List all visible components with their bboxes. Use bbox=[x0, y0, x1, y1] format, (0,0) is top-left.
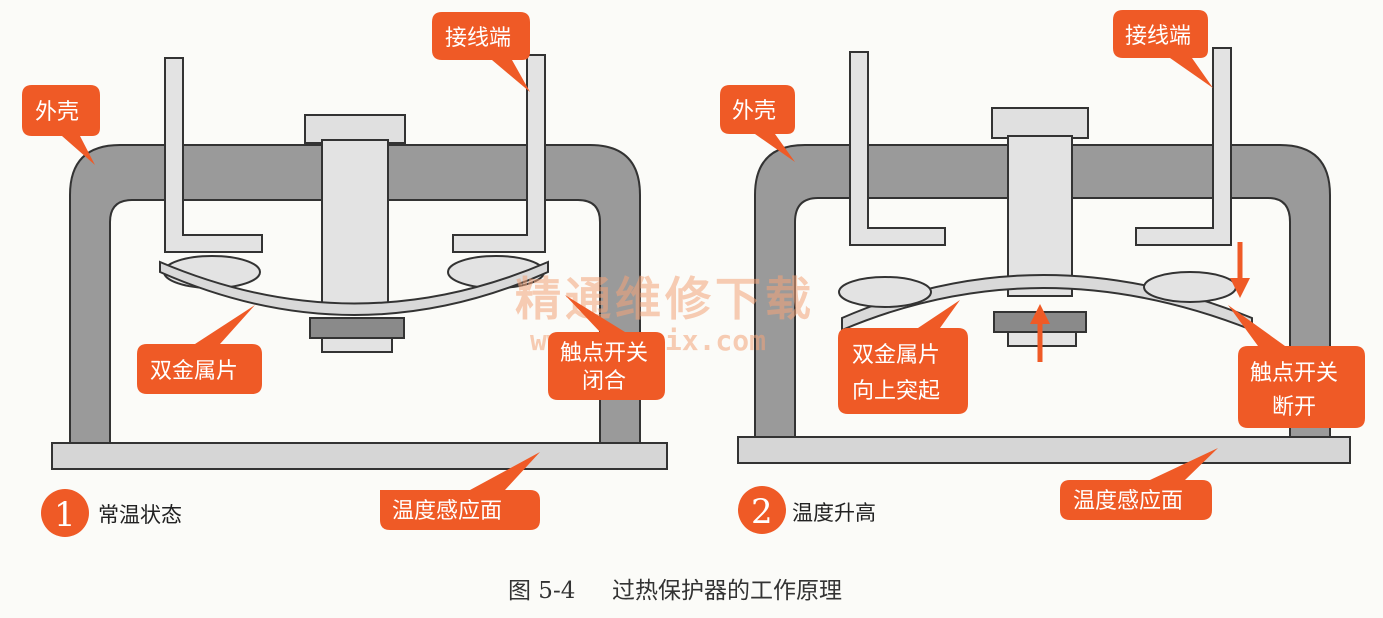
svg-text:温度感应面: 温度感应面 bbox=[392, 499, 502, 524]
svg-text:触点开关: 触点开关 bbox=[560, 341, 648, 366]
state-label: 常温状态 bbox=[98, 503, 182, 527]
callout-contact-1: 触点开关 闭合 bbox=[548, 295, 665, 400]
rivet-cap bbox=[991, 107, 1089, 139]
sensing-surface bbox=[51, 442, 668, 470]
terminal-left bbox=[849, 51, 946, 246]
figure-number: 图 5-4 bbox=[508, 578, 575, 604]
svg-text:闭合: 闭合 bbox=[582, 369, 626, 394]
terminal-right bbox=[1135, 47, 1232, 246]
svg-text:向上突起: 向上突起 bbox=[852, 379, 940, 404]
svg-text:1: 1 bbox=[54, 495, 76, 535]
terminal-right bbox=[452, 54, 546, 253]
svg-text:温度感应面: 温度感应面 bbox=[1073, 489, 1183, 514]
sensing-surface bbox=[737, 436, 1351, 464]
svg-text:触点开关: 触点开关 bbox=[1250, 361, 1338, 386]
svg-text:断开: 断开 bbox=[1272, 395, 1316, 420]
callout-surface-1: 温度感应面 bbox=[380, 452, 540, 530]
callout-bimetal-1: 双金属片 bbox=[137, 305, 262, 394]
rivet-nut bbox=[309, 317, 405, 339]
rivet-shaft bbox=[1007, 135, 1073, 297]
svg-text:接线端: 接线端 bbox=[1125, 24, 1191, 49]
svg-text:双金属片: 双金属片 bbox=[852, 343, 940, 368]
state-label: 温度升高 bbox=[792, 501, 876, 525]
rivet-base bbox=[321, 337, 393, 353]
callout-housing-2: 外壳 bbox=[720, 85, 795, 162]
figure-title: 过热保护器的工作原理 bbox=[612, 578, 842, 604]
down-arrow bbox=[1230, 242, 1250, 298]
watermark-text: 精通维修下载 bbox=[515, 272, 815, 326]
state-indicator-2: 2 温度升高 bbox=[738, 486, 876, 534]
svg-text:接线端: 接线端 bbox=[445, 26, 511, 51]
callout-housing-1: 外壳 bbox=[22, 85, 100, 165]
svg-text:外壳: 外壳 bbox=[732, 99, 776, 124]
rivet-cap bbox=[304, 114, 406, 144]
svg-text:双金属片: 双金属片 bbox=[150, 359, 238, 384]
callout-surface-2: 温度感应面 bbox=[1060, 448, 1218, 520]
svg-text:2: 2 bbox=[751, 492, 773, 532]
housing bbox=[754, 144, 1331, 441]
housing bbox=[69, 144, 641, 446]
contact-left bbox=[838, 276, 932, 308]
contact-right bbox=[1143, 271, 1237, 303]
panel-normal-temperature bbox=[51, 54, 668, 470]
svg-text:外壳: 外壳 bbox=[35, 100, 79, 125]
callout-terminal-1: 接线端 bbox=[432, 12, 530, 92]
state-number-badge bbox=[41, 489, 89, 537]
terminal-left bbox=[164, 57, 263, 253]
up-arrow bbox=[1030, 304, 1050, 362]
state-indicator-1: 1 常温状态 bbox=[41, 489, 182, 537]
state-number-badge bbox=[738, 486, 786, 534]
callout-bimetal-2: 双金属片 向上突起 bbox=[838, 300, 968, 414]
rivet-shaft bbox=[321, 139, 389, 311]
bimetal-strip bbox=[159, 260, 549, 316]
callout-contact-2: 触点开关 断开 bbox=[1228, 305, 1365, 428]
callout-terminal-2: 接线端 bbox=[1113, 10, 1213, 88]
